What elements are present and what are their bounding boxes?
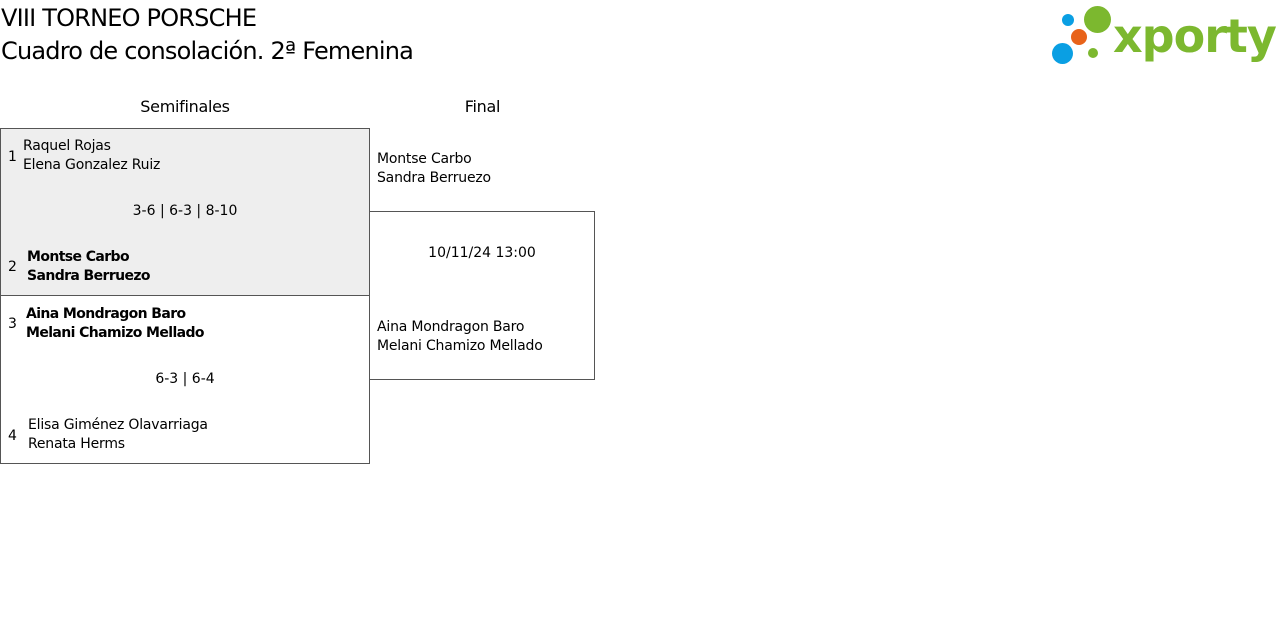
draw-name: Cuadro de consolación. 2ª Femenina xyxy=(1,37,414,65)
player-name: Sandra Berruezo xyxy=(27,268,151,284)
match-score: 6-3 | 6-4 xyxy=(155,371,215,387)
player-name: Renata Herms xyxy=(28,436,125,452)
logo-dot-blue-small xyxy=(1062,14,1074,26)
team-entry-winner[interactable]: Aina Mondragon Baro Melani Chamizo Mella… xyxy=(26,305,205,343)
logo-dot-green-small xyxy=(1088,48,1098,58)
match-datetime: 10/11/24 13:00 xyxy=(428,245,536,261)
seed-number: 2 xyxy=(8,259,17,275)
logo-dot-green xyxy=(1084,6,1111,33)
player-name: Sandra Berruezo xyxy=(377,170,491,186)
player-name: Aina Mondragon Baro xyxy=(377,319,525,335)
player-name: Aina Mondragon Baro xyxy=(26,306,186,322)
final-team-top[interactable]: Montse Carbo Sandra Berruezo xyxy=(377,150,491,188)
xporty-logo: xporty xyxy=(1050,4,1277,68)
player-name: Montse Carbo xyxy=(377,151,472,167)
match-score: 3-6 | 6-3 | 8-10 xyxy=(132,203,238,219)
semifinal-match-1[interactable]: 1 Raquel Rojas Elena Gonzalez Ruiz 3-6 |… xyxy=(0,128,370,296)
round-title-final: Final xyxy=(464,97,501,116)
page-title: VIII TORNEO PORSCHE Cuadro de consolació… xyxy=(1,2,414,68)
player-name: Raquel Rojas xyxy=(23,138,111,154)
player-name: Elena Gonzalez Ruiz xyxy=(23,157,161,173)
seed-number: 4 xyxy=(8,428,17,444)
player-name: Montse Carbo xyxy=(27,249,130,265)
team-entry[interactable]: Raquel Rojas Elena Gonzalez Ruiz xyxy=(23,137,160,175)
semifinal-match-2[interactable]: 3 Aina Mondragon Baro Melani Chamizo Mel… xyxy=(0,295,370,464)
team-entry-winner[interactable]: Montse Carbo Sandra Berruezo xyxy=(27,248,151,286)
logo-wordmark: xporty xyxy=(1113,9,1277,63)
round-title-semifinals: Semifinales xyxy=(140,97,230,116)
final-team-bottom[interactable]: Aina Mondragon Baro Melani Chamizo Mella… xyxy=(377,318,543,356)
logo-dot-blue-large xyxy=(1052,43,1073,64)
player-name: Melani Chamizo Mellado xyxy=(26,325,205,341)
player-name: Melani Chamizo Mellado xyxy=(377,338,543,354)
team-entry[interactable]: Elisa Giménez Olavarriaga Renata Herms xyxy=(28,416,208,454)
seed-number: 1 xyxy=(8,149,17,165)
final-match[interactable]: 10/11/24 13:00 Aina Mondragon Baro Melan… xyxy=(369,211,595,380)
player-name: Elisa Giménez Olavarriaga xyxy=(28,417,208,433)
logo-dot-orange xyxy=(1071,29,1087,45)
seed-number: 3 xyxy=(8,316,17,332)
tournament-name: VIII TORNEO PORSCHE xyxy=(1,4,257,32)
